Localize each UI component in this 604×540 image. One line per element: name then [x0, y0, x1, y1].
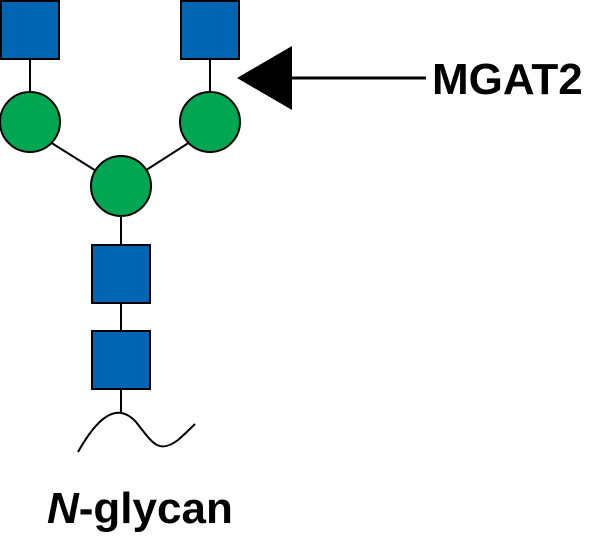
- arrow-head: [237, 46, 292, 110]
- mannose-core-circle: [90, 155, 152, 217]
- glcnac-lower-core-square: [91, 330, 151, 390]
- mannose-right-circle: [179, 91, 241, 153]
- glcnac-upper-core-square: [91, 244, 151, 304]
- protein-backbone-line: [77, 411, 196, 453]
- structure-label-prefix: N: [47, 484, 80, 533]
- structure-label-suffix: -glycan: [79, 484, 233, 533]
- mannose-left-circle: [0, 91, 61, 153]
- bond-mannose-left-to-mannose-core: [49, 141, 102, 175]
- structure-label: N-glycan: [47, 484, 233, 533]
- glcnac-top-right-square: [180, 0, 240, 60]
- glcnac-top-left-square: [0, 0, 60, 60]
- enzyme-label: MGAT2: [432, 55, 583, 104]
- bond-mannose-right-to-mannose-core: [139, 141, 191, 175]
